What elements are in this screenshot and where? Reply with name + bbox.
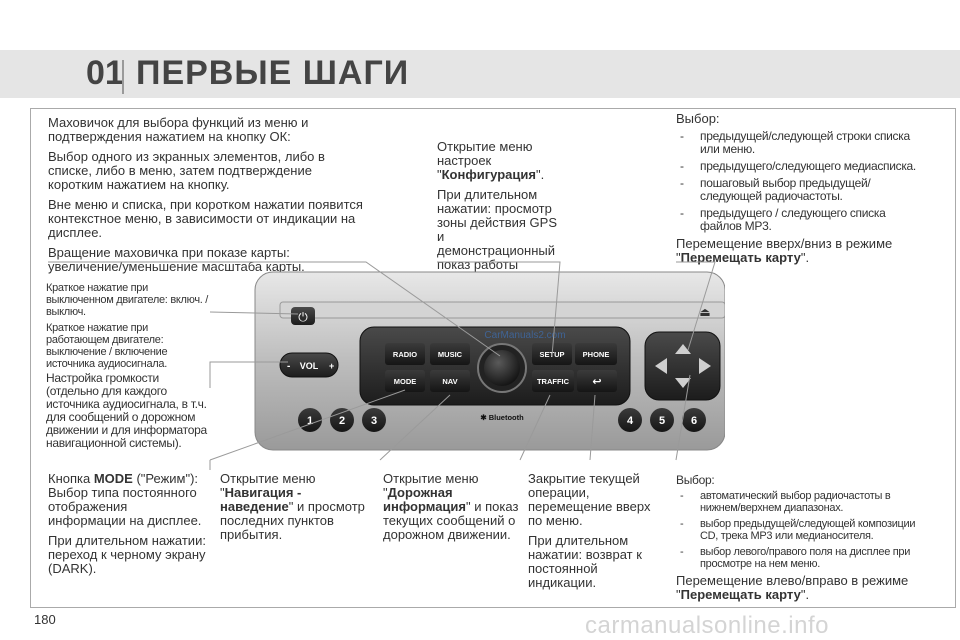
power-text-1: Краткое нажатие при выключенном двигател… bbox=[46, 282, 209, 318]
traffic-button[interactable] bbox=[532, 370, 574, 392]
mode-button[interactable] bbox=[385, 370, 425, 392]
preset-button-4[interactable] bbox=[618, 408, 642, 432]
traffic-button-label: TRAFFIC bbox=[537, 377, 570, 386]
nav-button-label: NAV bbox=[442, 377, 457, 386]
content-frame bbox=[30, 108, 956, 608]
select-top-description: Выбор: предыдущей/следующей строки списк… bbox=[676, 112, 926, 271]
power-description: Краткое нажатие при выключенном двигател… bbox=[46, 282, 211, 374]
back-text-1: Закрытие текущей операции, перемещение в… bbox=[528, 471, 651, 528]
setup-text: Открытие меню настроек "Конфигурация". bbox=[437, 139, 545, 182]
preset-label: 1 bbox=[307, 415, 313, 427]
nav-description: Открытие меню "Навигация - наведение" и … bbox=[220, 472, 370, 548]
callout-select-top bbox=[676, 261, 716, 351]
preset-button-6[interactable] bbox=[682, 408, 706, 432]
callout-traffic bbox=[519, 394, 551, 461]
preset-button-2[interactable] bbox=[330, 408, 354, 432]
list-item: предыдущей/следующей строки списка или м… bbox=[676, 130, 926, 156]
bluetooth-label: ✱ Bluetooth bbox=[480, 413, 524, 422]
knob-text-3: Вне меню и списка, при коротком нажатии … bbox=[48, 197, 363, 240]
mode-button-label: MODE bbox=[394, 377, 417, 386]
back-button[interactable] bbox=[577, 370, 617, 392]
select-top-list: предыдущей/следующей строки списка или м… bbox=[676, 130, 926, 233]
volume-minus-icon: - bbox=[287, 361, 290, 372]
traffic-description: Открытие меню "Дорожная информация" и по… bbox=[383, 472, 523, 548]
move-bottom-text: Перемещение влево/вправо в режиме "Перем… bbox=[676, 573, 909, 602]
knob-text-1: Маховичок для выбора функций из меню и п… bbox=[48, 115, 309, 144]
volume-label: VOL bbox=[300, 361, 319, 371]
callout-knob bbox=[48, 261, 501, 357]
move-top-text: Перемещение вверх/вниз в режиме "Перемещ… bbox=[676, 236, 893, 265]
callout-mode bbox=[209, 389, 406, 470]
preset-button-5[interactable] bbox=[650, 408, 674, 432]
list-item: выбор предыдущей/следующей композиции CD… bbox=[676, 518, 926, 542]
direction-pad[interactable] bbox=[644, 331, 721, 401]
chapter-number: 01 bbox=[86, 54, 124, 92]
cd-slot bbox=[279, 301, 725, 319]
callout-select-bottom bbox=[675, 374, 691, 461]
select-top-title: Выбор: bbox=[676, 111, 720, 126]
right-arrow-icon[interactable] bbox=[699, 358, 711, 374]
mode-long-text: При длительном нажатии: переход к черном… bbox=[48, 533, 206, 576]
header-bar bbox=[0, 50, 960, 98]
power-text-2: Краткое нажатие при работающем двигателе… bbox=[46, 322, 168, 370]
knob-description: Маховичок для выбора функций из меню и п… bbox=[48, 116, 366, 280]
back-description: Закрытие текущей операции, перемещение в… bbox=[528, 472, 653, 596]
callout-power bbox=[209, 311, 299, 315]
volume-control[interactable] bbox=[279, 352, 339, 378]
up-arrow-icon[interactable] bbox=[675, 344, 691, 354]
setup-long-text: При длительном нажатии: просмотр зоны де… bbox=[437, 187, 557, 286]
preset-label: 4 bbox=[627, 415, 634, 427]
volume-description: Настройка громкости (отдельно для каждог… bbox=[46, 371, 207, 450]
back-icon: ↩ bbox=[592, 375, 601, 388]
volume-plus-icon: + bbox=[329, 361, 334, 371]
callout-back bbox=[589, 394, 596, 461]
nav-button[interactable] bbox=[430, 370, 470, 392]
traffic-text: Открытие меню "Дорожная информация" и по… bbox=[383, 471, 519, 542]
site-watermark: carmanualsonline.info bbox=[585, 612, 829, 639]
list-item: предыдущего / следующего списка файлов M… bbox=[676, 207, 926, 233]
radio-control-panel: ⏻ ⏏ RADIO MUSIC SETUP PHONE MODE NAV TRA… bbox=[254, 271, 725, 451]
knob-text-4: Вращение маховичка при показе карты: уве… bbox=[48, 245, 305, 274]
phone-button[interactable] bbox=[575, 343, 617, 365]
preset-label: 6 bbox=[691, 415, 697, 427]
setup-description: Открытие меню настроек "Конфигурация". П… bbox=[437, 140, 565, 292]
mode-text: Кнопка MODE ("Режим"): Выбор типа постоя… bbox=[48, 471, 202, 528]
select-knob-cap bbox=[484, 350, 520, 386]
power-button[interactable] bbox=[291, 307, 315, 325]
music-button-label: MUSIC bbox=[438, 350, 463, 359]
mode-description: Кнопка MODE ("Режим"): Выбор типа постоя… bbox=[48, 472, 208, 582]
radio-button[interactable] bbox=[385, 343, 425, 365]
radio-button-label: RADIO bbox=[393, 350, 417, 359]
phone-button-label: PHONE bbox=[583, 350, 610, 359]
preset-button-3[interactable] bbox=[362, 408, 386, 432]
panel-watermark: CarManuals2.com bbox=[484, 330, 565, 341]
header-separator bbox=[122, 60, 124, 94]
list-item: автоматический выбор радиочастоты в нижн… bbox=[676, 490, 926, 514]
down-arrow-icon[interactable] bbox=[675, 378, 691, 388]
music-button[interactable] bbox=[430, 343, 470, 365]
preset-label: 3 bbox=[371, 415, 377, 427]
page-number: 180 bbox=[34, 612, 56, 627]
preset-label: 2 bbox=[339, 415, 345, 427]
knob-text-2: Выбор одного из экранных элементов, либо… bbox=[48, 149, 325, 192]
eject-icon[interactable]: ⏏ bbox=[699, 305, 710, 319]
select-bottom-list: автоматический выбор радиочастоты в нижн… bbox=[676, 490, 926, 570]
list-item: выбор левого/правого поля на дисплее при… bbox=[676, 546, 926, 570]
left-arrow-icon[interactable] bbox=[655, 358, 667, 374]
back-text-2: При длительном нажатии: возврат к постоя… bbox=[528, 533, 642, 590]
nav-text: Открытие меню "Навигация - наведение" и … bbox=[220, 471, 365, 542]
list-item: предыдущего/следующего медиасписка. bbox=[676, 160, 926, 174]
callout-nav bbox=[379, 394, 451, 461]
preset-label: 5 bbox=[659, 415, 665, 427]
callout-setup bbox=[437, 261, 561, 357]
select-bottom-title: Выбор: bbox=[676, 473, 715, 487]
power-icon: ⏻ bbox=[298, 310, 308, 324]
callout-volume bbox=[209, 361, 288, 388]
chapter-title: ПЕРВЫЕ ШАГИ bbox=[136, 54, 410, 92]
select-bottom-description: Выбор: автоматический выбор радиочастоты… bbox=[676, 474, 926, 608]
list-item: пошаговый выбор предыдущей/следующей рад… bbox=[676, 177, 926, 203]
